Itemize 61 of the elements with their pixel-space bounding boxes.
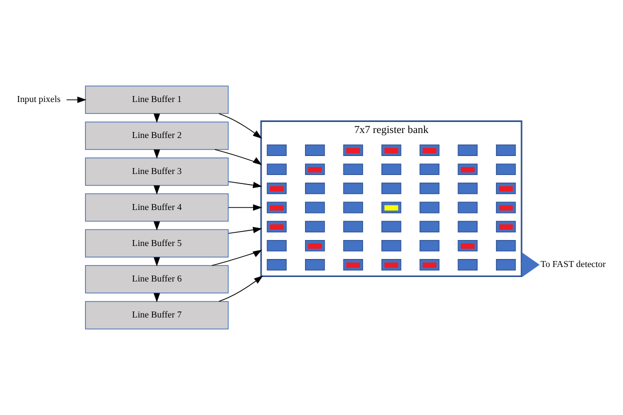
node-box [266,182,287,194]
node-box [343,220,364,232]
node-box [420,220,440,232]
node-box [381,259,402,271]
arrow [228,181,262,188]
node-box [420,202,440,214]
arrow [228,226,262,234]
arrow [218,276,264,302]
node-box [266,144,287,156]
node-box [343,144,364,156]
node-box [381,220,402,232]
node-box [458,164,478,176]
node-box [458,220,478,232]
node-box [420,240,440,252]
node-box [420,182,440,194]
node-box: Line Buffer 7 [85,301,229,330]
node-box [458,259,478,271]
node-box [420,164,440,176]
node-box [343,240,364,252]
node-box [343,164,364,176]
arrow [228,204,262,211]
node-box [458,240,478,252]
node-box [496,240,516,252]
arrow [218,113,262,139]
node-box [266,220,287,232]
node-box [381,182,402,194]
node-box [266,240,287,252]
node-box [458,182,478,194]
node-box [305,259,325,271]
node-box [496,144,516,156]
node-box [458,144,478,156]
node-text: Input pixels [17,94,61,104]
node-box [266,164,287,176]
node-box [381,202,402,214]
node-box [305,144,325,156]
node-box [343,202,364,214]
node-box [305,202,325,214]
cluster: 7x7 register bank [260,120,522,277]
node-box [496,182,516,194]
arrow [214,149,262,166]
node-box [381,144,402,156]
node-box [343,182,364,194]
node-box [266,202,287,214]
node-box [420,259,440,271]
node-box [496,259,516,271]
arrow [212,250,262,266]
node-box [305,182,325,194]
node-box [496,164,516,176]
node-text: To FAST detector [540,259,606,270]
node-box [305,240,325,252]
node-box [381,240,402,252]
node-box [496,202,516,214]
node-box [420,144,440,156]
node-box [343,259,364,271]
node-box [458,202,478,214]
node-box [305,220,325,232]
node-box [381,164,402,176]
node-box [305,164,325,176]
arrow [66,96,86,104]
node-box [266,259,287,271]
node-box [496,220,516,232]
